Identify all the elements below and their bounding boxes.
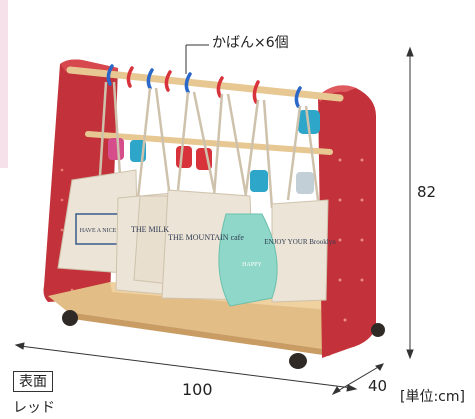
depth-dimension: 40 bbox=[368, 377, 388, 395]
casters bbox=[62, 310, 385, 369]
bags-callout-label: かばん×6個 bbox=[212, 35, 289, 51]
unit-label: [単位:cm] bbox=[400, 389, 465, 405]
tote-bag-5 bbox=[271, 199, 329, 303]
bag-hooks bbox=[106, 64, 302, 108]
page-edge-accent bbox=[0, 0, 8, 168]
surface-label-box: 表面 bbox=[13, 371, 53, 392]
hanging-cups bbox=[108, 110, 320, 194]
bag-print-4: ENJOY YOUR Brooklyn bbox=[264, 238, 336, 246]
bag-straps bbox=[98, 81, 320, 209]
hanging-rod-middle bbox=[85, 131, 333, 155]
bag-print-3: THE MOUNTAIN cafe bbox=[168, 233, 244, 242]
bag-print-5: HAPPY bbox=[242, 262, 262, 268]
width-dimension: 100 bbox=[182, 380, 213, 399]
hanging-rod-top bbox=[66, 66, 344, 102]
drawstring-bag-mint bbox=[218, 213, 278, 307]
bag-print-1: HAVE A NICE bbox=[80, 228, 117, 234]
bag-print-2: THE MILK bbox=[131, 225, 169, 234]
color-name: レッド bbox=[13, 400, 55, 416]
height-dimension: 82 bbox=[417, 183, 437, 201]
dimension-lines bbox=[14, 44, 414, 396]
